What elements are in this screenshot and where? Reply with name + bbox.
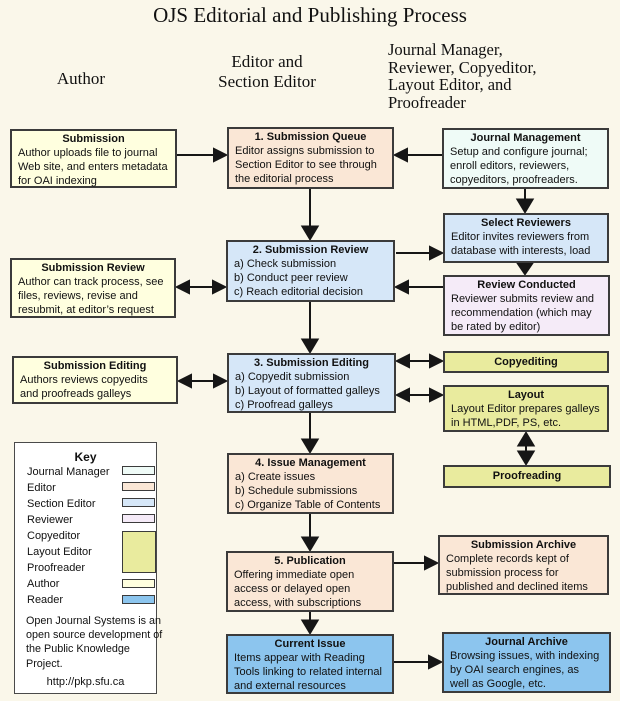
box-proofreading: Proofreading (443, 465, 611, 488)
box-submission-queue: 1. Submission Queue Editor assigns submi… (227, 127, 394, 189)
legend-label-journal-manager: Journal Manager (27, 466, 110, 478)
legend-swatch-editor (122, 482, 155, 491)
box-body: Reviewer submits review and recommendati… (451, 293, 595, 334)
legend-swatch-author (122, 579, 155, 588)
box-body: a) Check submission b) Conduct peer revi… (234, 258, 364, 299)
box-title: Proofreading (492, 470, 562, 483)
box-title: 5. Publication (274, 555, 346, 567)
box-title: Journal Archive (485, 636, 568, 648)
box-submission-editing-author: Submission Editing Authors reviews copye… (12, 356, 178, 404)
box-body: a) Copyedit submission b) Layout of form… (235, 371, 380, 412)
legend: Key Journal Manager Editor Section Edito… (14, 442, 162, 694)
box-journal-management: Journal Management Setup and configure j… (442, 128, 609, 189)
box-title: Current Issue (274, 638, 346, 650)
legend-label-editor: Editor (27, 482, 56, 494)
legend-label-section-editor: Section Editor (27, 498, 96, 510)
box-submission-review-author: Submission Review Author can track proce… (10, 258, 176, 318)
box-body: Setup and configure journal; enroll edit… (450, 146, 588, 187)
box-issue-management: 4. Issue Management a) Create issues b) … (227, 453, 394, 514)
box-title: Submission Archive (470, 539, 577, 551)
diagram-title: OJS Editorial and Publishing Process (153, 3, 467, 27)
column-header-manager: Journal Manager, Reviewer, Copyeditor, L… (388, 40, 537, 112)
box-body: Items appear with Reading Tools linking … (234, 652, 382, 693)
box-title: Copyediting (494, 355, 558, 368)
box-body: Complete records kept of submission proc… (446, 553, 588, 594)
box-review-conducted: Review Conducted Reviewer submits review… (443, 275, 610, 336)
box-layout: Layout Layout Editor prepares galleys in… (443, 385, 609, 432)
column-header-author: Author (56, 69, 106, 88)
box-title: 3. Submission Editing (254, 357, 369, 369)
box-submission-review: 2. Submission Review a) Check submission… (226, 240, 395, 302)
box-copyediting: Copyediting (443, 351, 609, 373)
box-body: Editor assigns submission to Section Edi… (235, 145, 377, 186)
box-publication: 5. Publication Offering immediate open a… (226, 551, 394, 612)
box-title: Submission (62, 133, 125, 145)
box-submission-editing: 3. Submission Editing a) Copyedit submis… (227, 353, 396, 413)
legend-label-reader: Reader (27, 594, 64, 606)
box-title: Review Conducted (477, 279, 576, 291)
box-title: Layout (507, 389, 545, 401)
box-title: 2. Submission Review (252, 244, 369, 256)
legend-swatch-journal-manager (122, 466, 155, 475)
legend-swatch-reader (122, 595, 155, 604)
legend-note: Open Journal Systems is an open source d… (26, 615, 163, 670)
legend-label-proofreader: Proofreader (27, 562, 86, 574)
legend-url: http://pkp.sfu.ca (46, 676, 125, 688)
box-title: Submission Review (41, 262, 145, 274)
box-title: 1. Submission Queue (254, 131, 367, 143)
box-submission-archive: Submission Archive Complete records kept… (438, 535, 609, 595)
box-current-issue: Current Issue Items appear with Reading … (226, 634, 394, 694)
box-body: Offering immediate open access or delaye… (234, 569, 362, 610)
box-body: Editor invites reviewers from database w… (451, 231, 591, 258)
legend-label-author: Author (27, 578, 60, 590)
box-journal-archive: Journal Archive Browsing issues, with in… (442, 632, 611, 693)
box-title: Journal Management (470, 132, 581, 144)
box-title: Select Reviewers (481, 217, 571, 229)
box-submission: Submission Author uploads file to journa… (10, 129, 177, 188)
legend-swatch-section-editor (122, 498, 155, 507)
legend-label-copyeditor: Copyeditor (27, 530, 81, 542)
legend-swatch-reviewer (122, 514, 155, 523)
legend-label-layout-editor: Layout Editor (27, 546, 92, 558)
box-body: Author uploads file to journal Web site,… (18, 147, 168, 188)
box-body: Browsing issues, with indexing by OAI se… (450, 650, 600, 691)
box-body: a) Create issues b) Schedule submissions… (235, 471, 381, 512)
box-body: Author can track process, see files, rev… (18, 276, 164, 317)
legend-label-reviewer: Reviewer (27, 514, 73, 526)
column-header-editor: Editor and Section Editor (218, 52, 316, 91)
legend-swatch-copyeditor-layout-proofreader (122, 531, 156, 573)
box-title: 4. Issue Management (255, 457, 366, 469)
box-body: Layout Editor prepares galleys in HTML,P… (451, 403, 600, 430)
box-select-reviewers: Select Reviewers Editor invites reviewer… (443, 213, 609, 263)
box-body: Authors reviews copyedits and proofreads… (20, 374, 148, 401)
box-title: Submission Editing (43, 360, 147, 372)
legend-title: Key (74, 450, 97, 464)
